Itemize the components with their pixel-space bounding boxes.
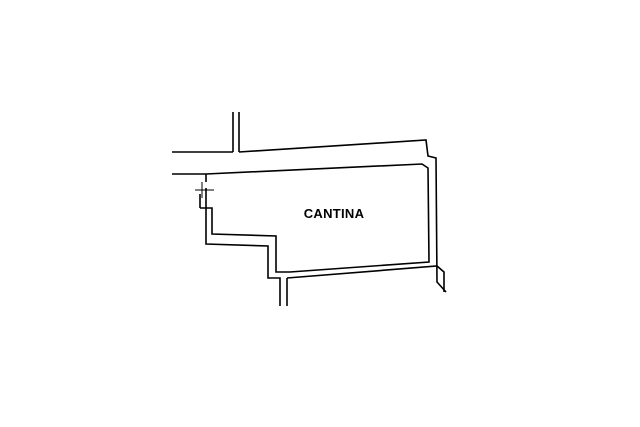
- wall-outer-lower: [199, 194, 445, 306]
- door-mark: [195, 182, 214, 198]
- wall-inner-room: [172, 163, 430, 273]
- room-label-cantina: CANTINA: [304, 206, 365, 221]
- wall-outer-top: [172, 139, 447, 293]
- wall-top-stub: [232, 112, 240, 152]
